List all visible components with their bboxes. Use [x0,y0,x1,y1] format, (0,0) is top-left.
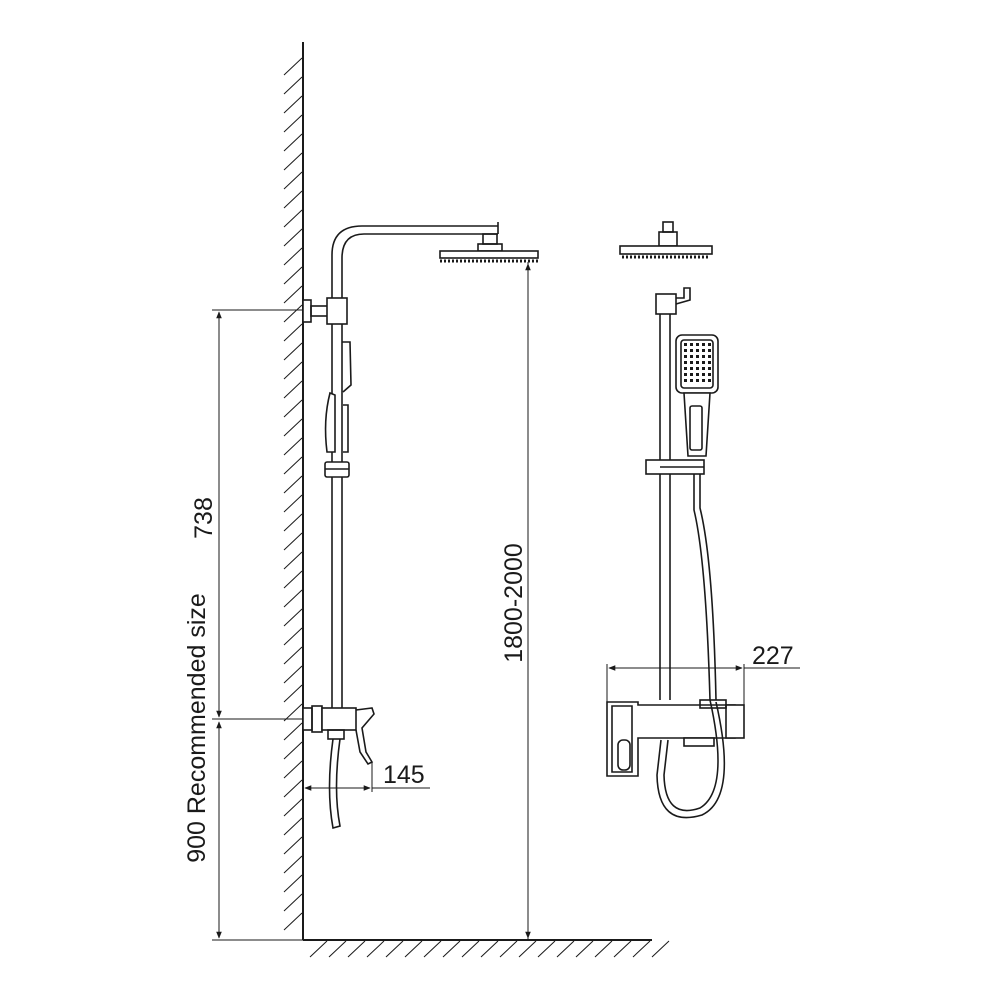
dim-label-227: 227 [752,642,794,670]
wall [283,42,304,940]
dim-label-1800-2000: 1800-2000 [500,543,528,663]
front-view [606,221,745,819]
rain-head-side [439,250,539,263]
dim-label-900: 900 Recommended size [183,593,211,863]
dim-label-738: 738 [190,497,218,539]
dim-label-145: 145 [383,761,425,789]
head-connector [482,233,498,245]
mixer-side [302,705,375,830]
upper-wall-bracket [302,299,312,323]
rain-head-front [619,245,713,259]
shower-arm [331,225,498,300]
floor [303,939,670,958]
hand-shower-front [675,334,719,457]
diverter [655,293,677,315]
mixer-front [606,699,745,819]
hand-shower-side [324,341,352,453]
dimension-lines [212,262,800,941]
side-view [302,222,539,830]
hose-front [693,474,711,701]
